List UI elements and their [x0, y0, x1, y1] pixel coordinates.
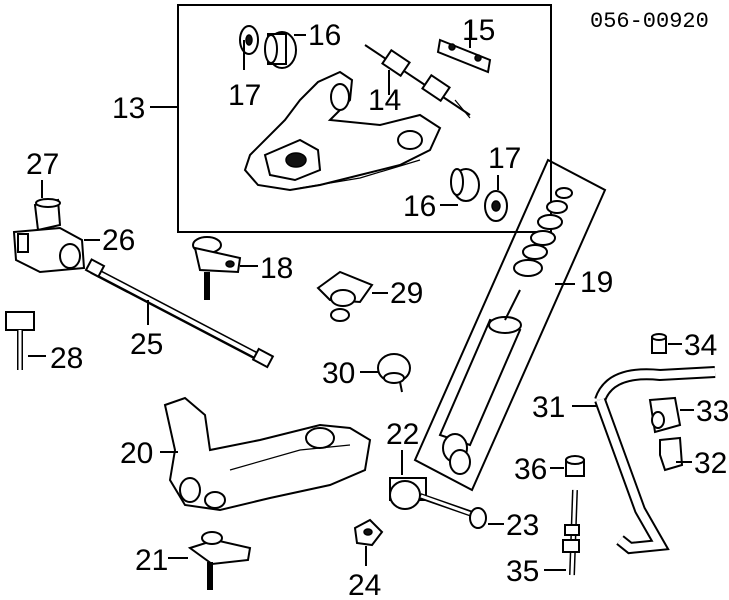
label-16-top: 16	[308, 19, 341, 52]
label-15: 15	[462, 14, 495, 47]
label-35: 35	[506, 555, 539, 588]
label-19: 19	[580, 266, 613, 299]
label-18: 18	[260, 252, 293, 285]
ball-joint-18	[192, 236, 242, 300]
diagram-code: 056-00920	[590, 9, 709, 34]
plate-24	[353, 518, 384, 547]
label-28: 28	[50, 342, 83, 375]
bump-stopper-29	[316, 270, 374, 322]
label-30: 30	[322, 357, 355, 390]
label-13: 13	[112, 92, 145, 125]
label-17-lower: 17	[488, 142, 521, 175]
stabilizer-link-35	[562, 489, 580, 576]
bolt-28	[5, 311, 35, 370]
label-23: 23	[506, 509, 539, 542]
washer-17-top	[239, 25, 259, 55]
clamp-32	[659, 436, 684, 472]
washer-17-lower	[484, 190, 508, 222]
shock-mount-washers	[513, 187, 573, 277]
shock-group-box	[413, 158, 607, 492]
label-31: 31	[532, 391, 565, 424]
bushing-33	[648, 396, 682, 434]
rubber-30	[377, 353, 411, 393]
label-36: 36	[514, 453, 547, 486]
label-16-lower: 16	[403, 190, 436, 223]
stabilizer-bar-31	[594, 366, 716, 555]
label-26: 26	[102, 224, 135, 257]
lower-control-arm-20	[163, 396, 372, 512]
label-29: 29	[390, 277, 423, 310]
label-33: 33	[696, 395, 729, 428]
label-21: 21	[135, 544, 168, 577]
upper-arm-group-box	[177, 4, 552, 233]
bushing-27	[33, 198, 62, 232]
label-17-top: 17	[228, 79, 261, 112]
label-24: 24	[348, 569, 381, 600]
torsion-bar-25	[84, 258, 275, 369]
label-32: 32	[694, 447, 727, 480]
label-14: 14	[368, 84, 401, 117]
ball-joint-21	[187, 531, 252, 590]
bushing-22	[389, 477, 427, 510]
pivot-shaft-14	[364, 44, 471, 119]
bushing-16-top	[264, 31, 297, 69]
bushing-36	[565, 455, 585, 477]
shim-plate-15	[436, 38, 492, 74]
label-34: 34	[684, 329, 717, 362]
shock-absorber	[438, 289, 522, 475]
bushing-34	[651, 333, 667, 354]
label-20: 20	[120, 437, 153, 470]
label-25: 25	[130, 328, 163, 361]
bracket-26	[12, 226, 86, 274]
bolt-23	[419, 493, 487, 529]
label-22: 22	[386, 418, 419, 451]
label-27: 27	[26, 148, 59, 181]
upper-control-arm	[243, 70, 442, 192]
bushing-16-lower	[450, 168, 480, 202]
